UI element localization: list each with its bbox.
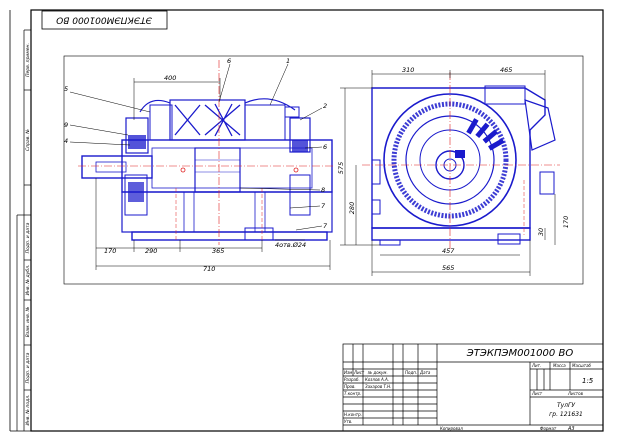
tb-col-list: Лист [353,370,365,375]
tb-org-1: ТулГУ [557,402,575,409]
dim-30: 30 [537,228,545,236]
front-dims: 310 465 575 280 457 565 30 170 [337,66,570,272]
tb-format-value: А3 [567,426,575,432]
top-stamp-text: ЭТЭКПЭМ001000 ВО [56,15,153,25]
side-callouts: 6 1 5 2 9 4 6 8 7 7 [64,57,328,230]
dim-565: 565 [442,264,454,272]
tb-list: Лист [531,391,543,396]
tb-col-izm: Изм [344,370,352,375]
callout-9: 9 [64,121,68,129]
strip-label-4: Взам. инв. № [25,306,31,337]
strip-label-0: Перв. примен. [25,43,31,77]
tb-role-razrab: Разраб. [344,377,360,382]
drawing-field [63,55,584,285]
strip-label-1: Справ. № [25,129,31,151]
callout-6: 6 [323,143,327,151]
tb-name-prov: Захаров Т.Н. [365,384,391,389]
callout-2: 2 [323,102,327,110]
callout-1: 1 [286,57,290,65]
dim-400: 400 [164,74,176,82]
tb-scale: 1:5 [582,377,594,385]
left-strip-labels: Перв. примен. Справ. № Подп. и дата Инв.… [25,43,31,425]
dim-280: 280 [348,202,356,214]
dim-465: 465 [500,66,512,74]
left-strip [16,29,32,431]
tb-format: Формат [540,426,557,431]
tb-role-prov: Пров. [344,384,356,389]
tb-name-razrab: Козлов А.А. [365,377,389,382]
strip-label-2: Подп. и дата [25,222,31,253]
dim-457: 457 [442,247,455,255]
front-view: 310 465 575 280 457 565 30 170 [337,66,570,276]
dim-365: 365 [212,247,224,255]
strip-label-5: Подп. и дата [25,352,31,383]
dim-170b: 170 [562,216,570,228]
callout-7a: 7 [321,202,326,210]
dim-310: 310 [402,66,414,74]
title-designation: ЭТЭКПЭМ001000 ВО [466,348,574,359]
strip-label-3: Инв. № дубл. [25,265,31,296]
dim-170: 170 [104,247,116,255]
tb-col-podp: Подп. [405,370,417,375]
tb-role-nkontr: Н.контр. [344,412,362,417]
strip-label-6: Инв. № подл. [25,394,31,425]
tb-lit: Лит. [531,363,541,368]
tb-role-utv: Утв. [344,419,352,424]
tb-masshtab: Масштаб [572,363,592,368]
dim-710: 710 [203,265,215,273]
tb-col-data: Дата [419,370,431,375]
dim-575: 575 [337,162,345,174]
dim-290: 290 [145,247,157,255]
tb-role-tkontr: Т.контр. [344,391,361,396]
callout-7b: 7 [323,222,328,230]
callout-5: 5 [64,85,68,93]
dim-holes: 4отв.Ø24 [275,241,306,249]
callout-8: 8 [321,186,325,194]
top-stamp: ЭТЭКПЭМ001000 ВО [41,10,168,30]
callout-4: 4 [64,137,68,145]
side-dims: 400 170 290 365 710 4отв.Ø24 [104,74,306,273]
tb-listov: Листов [567,391,584,396]
title-block: ЭТЭКПЭМ001000 ВО Изм Лист № докум. Подп.… [342,343,604,432]
callout-6-top: 6 [227,57,231,65]
side-view: 400 170 290 365 710 4отв.Ø24 6 1 5 2 9 4… [64,57,335,273]
tb-col-doc: № докум. [367,370,388,375]
tb-copied: Копировал [440,426,463,431]
tb-massa: Масса [553,363,566,368]
tb-org-2: гр. 121631 [549,411,583,418]
brush-holders [466,118,505,151]
